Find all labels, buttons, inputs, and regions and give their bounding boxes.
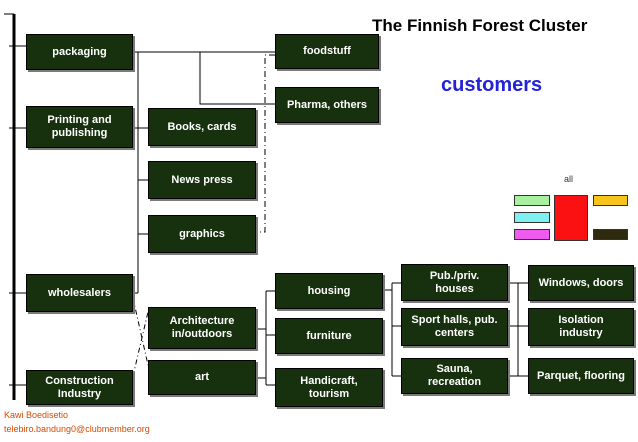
- node-printing-publishing: Printing and publishing: [26, 106, 133, 148]
- diagram-title: The Finnish Forest Cluster: [372, 16, 588, 35]
- node-architecture: Architecture in/outdoors: [148, 307, 256, 349]
- author-credit: Kawi Boedisetio telebiro.bandung0@clubme…: [4, 408, 150, 436]
- legend-swatch-dark-olive: [593, 229, 628, 240]
- legend-swatch-light-green: [514, 195, 550, 206]
- node-books-cards: Books, cards: [148, 108, 256, 146]
- author-name: Kawi Boedisetio: [4, 410, 69, 420]
- node-packaging: packaging: [26, 34, 133, 70]
- diagram-subtitle: customers: [441, 74, 543, 96]
- node-furniture: furniture: [275, 318, 383, 354]
- node-art: art: [148, 360, 256, 395]
- node-housing: housing: [275, 273, 383, 309]
- legend-label: all: [564, 174, 574, 184]
- node-windows-doors: Windows, doors: [528, 265, 634, 301]
- legend-swatch-magenta: [514, 229, 550, 240]
- node-graphics: graphics: [148, 215, 256, 253]
- legend-swatch-yellow: [593, 195, 628, 206]
- node-pub-priv-houses: Pub./priv. houses: [401, 264, 508, 301]
- node-news-press: News press: [148, 161, 256, 199]
- node-construction-industry: Construction Industry: [26, 370, 133, 405]
- node-wholesalers: wholesalers: [26, 274, 133, 312]
- node-sauna-recreation: Sauna, recreation: [401, 358, 508, 394]
- node-pharma-others: Pharma, others: [275, 87, 379, 123]
- node-isolation-industry: Isolation industry: [528, 308, 634, 346]
- legend-swatch-cyan: [514, 212, 550, 223]
- legend-swatch-red: [554, 195, 588, 241]
- node-foodstuff: foodstuff: [275, 34, 379, 69]
- node-sport-halls: Sport halls, pub. centers: [401, 308, 508, 346]
- node-handicraft-tourism: Handicraft, tourism: [275, 368, 383, 407]
- author-email: telebiro.bandung0@clubmember.org: [4, 424, 150, 434]
- node-parquet-flooring: Parquet, flooring: [528, 358, 634, 394]
